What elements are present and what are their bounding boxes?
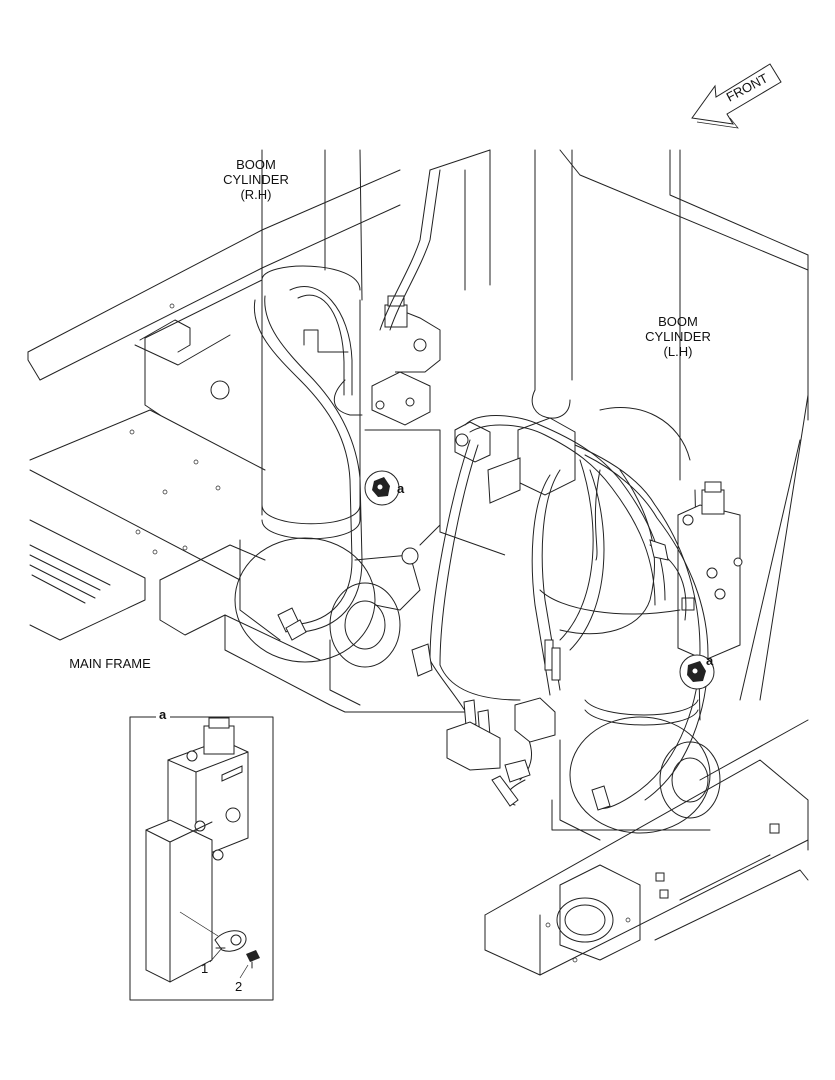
detail-marker-lh — [679, 654, 715, 690]
part-number-2: 2 — [235, 979, 243, 994]
detail-callout-lh: a — [706, 653, 714, 668]
detail-callout-rh: a — [397, 481, 405, 496]
central-junction-block — [439, 417, 576, 556]
boom-cylinder-lh-label: BOOM CYLINDER (L.H) — [634, 314, 722, 359]
boom-cylinder-rh-line-2: CYLINDER — [223, 172, 289, 187]
rh-holding-valve — [333, 149, 491, 546]
main-frame — [27, 229, 471, 713]
hose-bundle — [411, 415, 709, 811]
boom-cylinder-lh-line-2: CYLINDER — [645, 329, 711, 344]
boom-cylinder-lh-line-3: (L.H) — [663, 344, 693, 359]
lower-right-frame — [484, 719, 809, 976]
boom-cylinder-rh-line-3: (R.H) — [240, 187, 272, 202]
upper-structure — [261, 149, 809, 701]
boom-cylinder-lh-line-1: BOOM — [658, 314, 698, 329]
inset-title: a — [159, 707, 167, 722]
boom-cylinder-lh — [531, 149, 721, 841]
lh-holding-valve — [677, 481, 743, 661]
boom-cylinder-rh-label: BOOM CYLINDER (R.H) — [212, 157, 300, 202]
detail-inset-a — [129, 710, 274, 1001]
front-arrow — [691, 63, 782, 129]
main-frame-label: MAIN FRAME — [69, 656, 151, 671]
detail-marker-rh — [364, 470, 400, 506]
boom-cylinder-rh — [234, 149, 421, 706]
boom-cylinder-rh-line-1: BOOM — [236, 157, 276, 172]
part-number-1: 1 — [201, 961, 209, 976]
